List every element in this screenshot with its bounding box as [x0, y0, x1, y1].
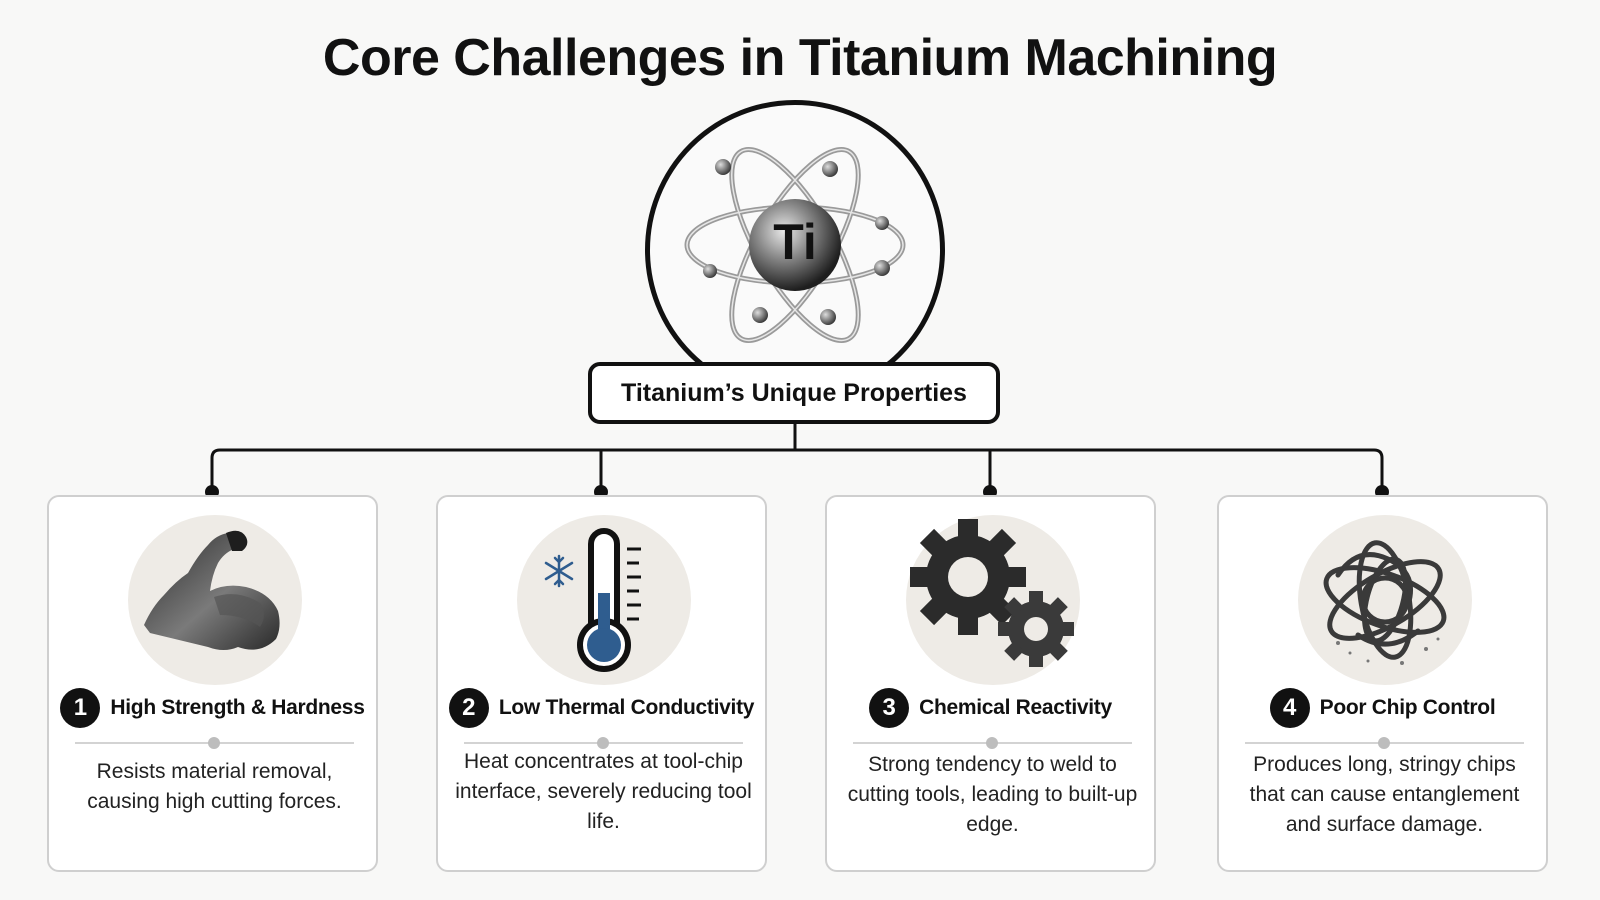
- card-divider: [853, 737, 1132, 749]
- element-symbol: Ti: [773, 214, 817, 270]
- tangled-chips-icon: [1323, 540, 1447, 665]
- icon-circle: [517, 515, 691, 685]
- card-description: Resists material removal, causing high c…: [87, 760, 342, 813]
- flexed-arm-icon: [144, 530, 280, 650]
- challenge-card-4: 4 Poor Chip Control Produces long, strin…: [1217, 495, 1548, 872]
- challenge-card-1: 1 High Strength & Hardness Resists mater…: [47, 495, 378, 872]
- card-divider: [464, 737, 743, 749]
- titanium-hub: Ti: [645, 100, 945, 400]
- card-divider: [1245, 737, 1524, 749]
- card-heading: 2 Low Thermal Conductivity: [438, 687, 765, 729]
- card-divider: [75, 737, 354, 749]
- step-number-badge: 3: [869, 688, 910, 728]
- card-description: Heat concentrates at tool-chip interface…: [455, 750, 752, 833]
- step-number-badge: 4: [1269, 688, 1310, 728]
- card-heading: 3 Chemical Reactivity: [827, 687, 1154, 729]
- challenge-card-3: 3 Chemical Reactivity Strong tendency to…: [825, 495, 1156, 872]
- card-heading: 4 Poor Chip Control: [1219, 687, 1546, 729]
- card-title: Low Thermal Conductivity: [498, 696, 755, 719]
- snowflake-icon: [544, 554, 574, 588]
- titanium-atom-icon: [684, 147, 906, 343]
- thermometer-snowflake-icon: [544, 528, 641, 672]
- hub-label: Titanium’s Unique Properties: [588, 362, 1000, 424]
- card-description: Produces long, stringy chips that can ca…: [1249, 753, 1520, 836]
- icon-circle: [1298, 515, 1472, 685]
- step-number-badge: 2: [448, 688, 489, 728]
- icon-circle: [128, 515, 302, 685]
- card-title: Chemical Reactivity: [919, 696, 1112, 719]
- card-description: Strong tendency to weld to cutting tools…: [847, 753, 1138, 836]
- icon-circle: [906, 515, 1080, 685]
- card-title: Poor Chip Control: [1319, 696, 1496, 719]
- card-heading: 1 High Strength & Hardness: [49, 687, 376, 729]
- challenge-card-2: 2 Low Thermal Conductivity Heat concentr…: [436, 495, 767, 872]
- page-title: Core Challenges in Titanium Machining: [322, 29, 1278, 87]
- gears-icon: [910, 519, 1074, 667]
- step-number-badge: 1: [60, 688, 101, 728]
- card-title: High Strength & Hardness: [110, 696, 365, 719]
